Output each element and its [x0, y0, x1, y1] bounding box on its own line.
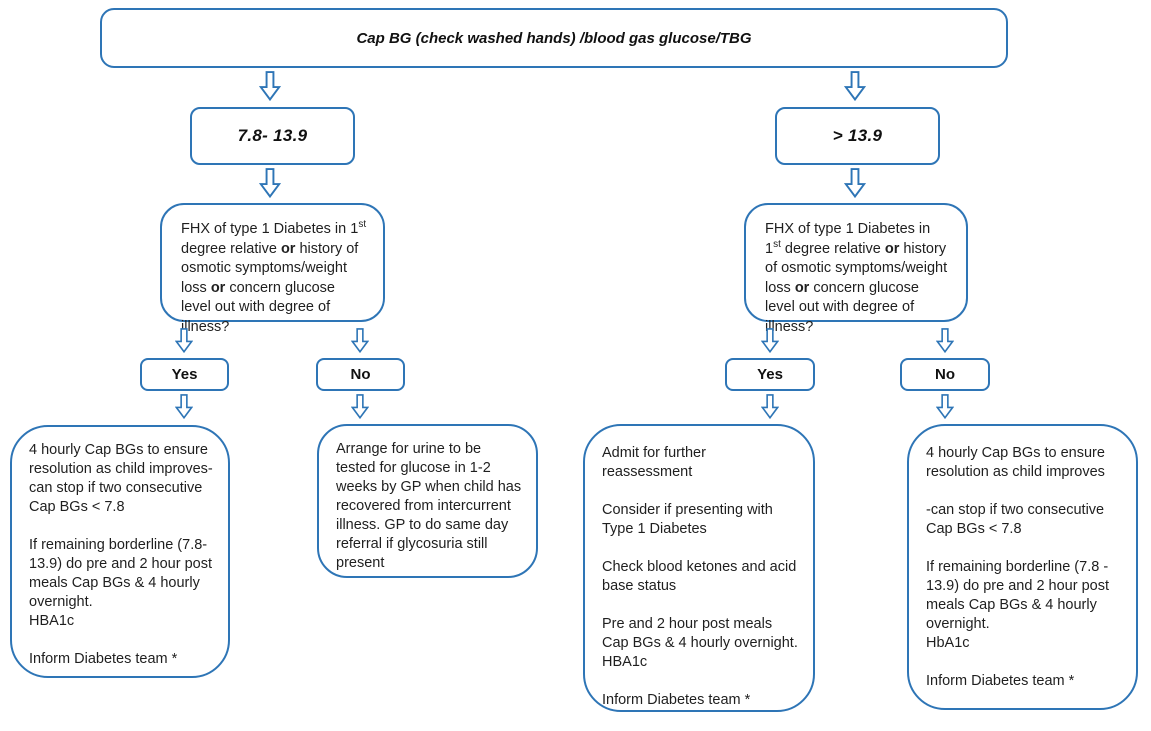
range-node-right: > 13.9	[775, 107, 940, 165]
down-arrow-icon	[259, 168, 281, 198]
superscript-st: st	[773, 238, 781, 250]
down-arrow-icon	[761, 394, 779, 419]
down-arrow-icon	[259, 71, 281, 101]
outcome-text: Inform Diabetes team *	[926, 673, 1075, 689]
down-arrow-icon	[761, 328, 779, 353]
range-right-label: > 13.9	[832, 126, 883, 145]
question-node-right: FHX of type 1 Diabetes in 1st degree rel…	[744, 203, 968, 335]
question-left-text: concern glucose level out with degree of…	[181, 279, 335, 335]
down-arrow-icon	[844, 168, 866, 198]
question-left-text: FHX of type 1 Diabetes in 1	[181, 221, 359, 237]
root-label: Cap BG (check washed hands) /blood gas g…	[356, 29, 752, 47]
superscript-st: st	[358, 219, 367, 231]
outcome-node-left-no: Arrange for urine to be tested for gluco…	[317, 424, 538, 578]
outcome-node-right-yes: Admit for further reassessment Consider …	[583, 424, 815, 712]
outcome-text: Arrange for urine to be tested for gluco…	[336, 441, 522, 571]
outcome-text: -can stop if two consecutive Cap BGs < 7…	[926, 502, 1105, 537]
down-arrow-icon	[175, 328, 193, 353]
outcome-node-left-yes: 4 hourly Cap BGs to ensure resolution as…	[10, 425, 230, 678]
down-arrow-icon	[175, 394, 193, 419]
down-arrow-icon	[936, 394, 954, 419]
down-arrow-icon	[844, 71, 866, 101]
question-left-text: degree relative	[181, 240, 281, 257]
question-right-text: degree relative	[780, 240, 885, 257]
outcome-text: HBA1c	[602, 654, 648, 670]
question-right-text: concern glucose level out with degree of…	[765, 279, 919, 335]
no-left-label: No	[350, 366, 371, 383]
question-right-or: or	[794, 279, 810, 296]
outcome-text: Inform Diabetes team *	[29, 651, 178, 667]
outcome-node-right-no: 4 hourly Cap BGs to ensure resolution as…	[907, 424, 1138, 710]
question-right-or: or	[884, 240, 900, 257]
question-left-or: or	[210, 279, 226, 296]
no-right-label: No	[935, 366, 955, 383]
question-right-text: FHX of type 1 Diabetes in 1	[765, 221, 931, 257]
yes-node-left: Yes	[140, 358, 229, 391]
no-node-right: No	[900, 358, 990, 391]
outcome-text: 4 hourly Cap BGs to ensure resolution as…	[29, 442, 213, 515]
down-arrow-icon	[351, 328, 369, 353]
outcome-text: 4 hourly Cap BGs to ensure resolution as…	[926, 445, 1105, 480]
range-node-left: 7.8- 13.9	[190, 107, 355, 165]
outcome-text: HbA1c	[926, 635, 970, 651]
outcome-text: If remaining borderline (7.8 - 13.9) do …	[926, 559, 1109, 632]
question-right-text: history of osmotic symptoms/weight loss	[765, 240, 948, 296]
question-left-text: history of osmotic symptoms/weight loss	[181, 240, 359, 296]
outcome-text: Check blood ketones and acid base status	[602, 559, 797, 594]
down-arrow-icon	[351, 394, 369, 419]
question-node-left: FHX of type 1 Diabetes in 1st degree rel…	[160, 203, 385, 335]
outcome-text: HBA1c	[29, 613, 75, 629]
yes-right-label: Yes	[757, 366, 783, 383]
outcome-text: Inform Diabetes team *	[602, 692, 751, 708]
down-arrow-icon	[936, 328, 954, 353]
question-left-or: or	[280, 240, 296, 257]
outcome-text: Pre and 2 hour post meals Cap BGs & 4 ho…	[602, 616, 798, 651]
outcome-text: If remaining borderline (7.8- 13.9) do p…	[29, 537, 212, 610]
yes-node-right: Yes	[725, 358, 815, 391]
no-node-left: No	[316, 358, 405, 391]
root-node: Cap BG (check washed hands) /blood gas g…	[100, 8, 1008, 68]
outcome-text: Consider if presenting with Type 1 Diabe…	[602, 502, 773, 537]
outcome-text: Admit for further reassessment	[602, 445, 706, 480]
range-left-label: 7.8- 13.9	[237, 126, 308, 145]
yes-left-label: Yes	[171, 366, 198, 383]
